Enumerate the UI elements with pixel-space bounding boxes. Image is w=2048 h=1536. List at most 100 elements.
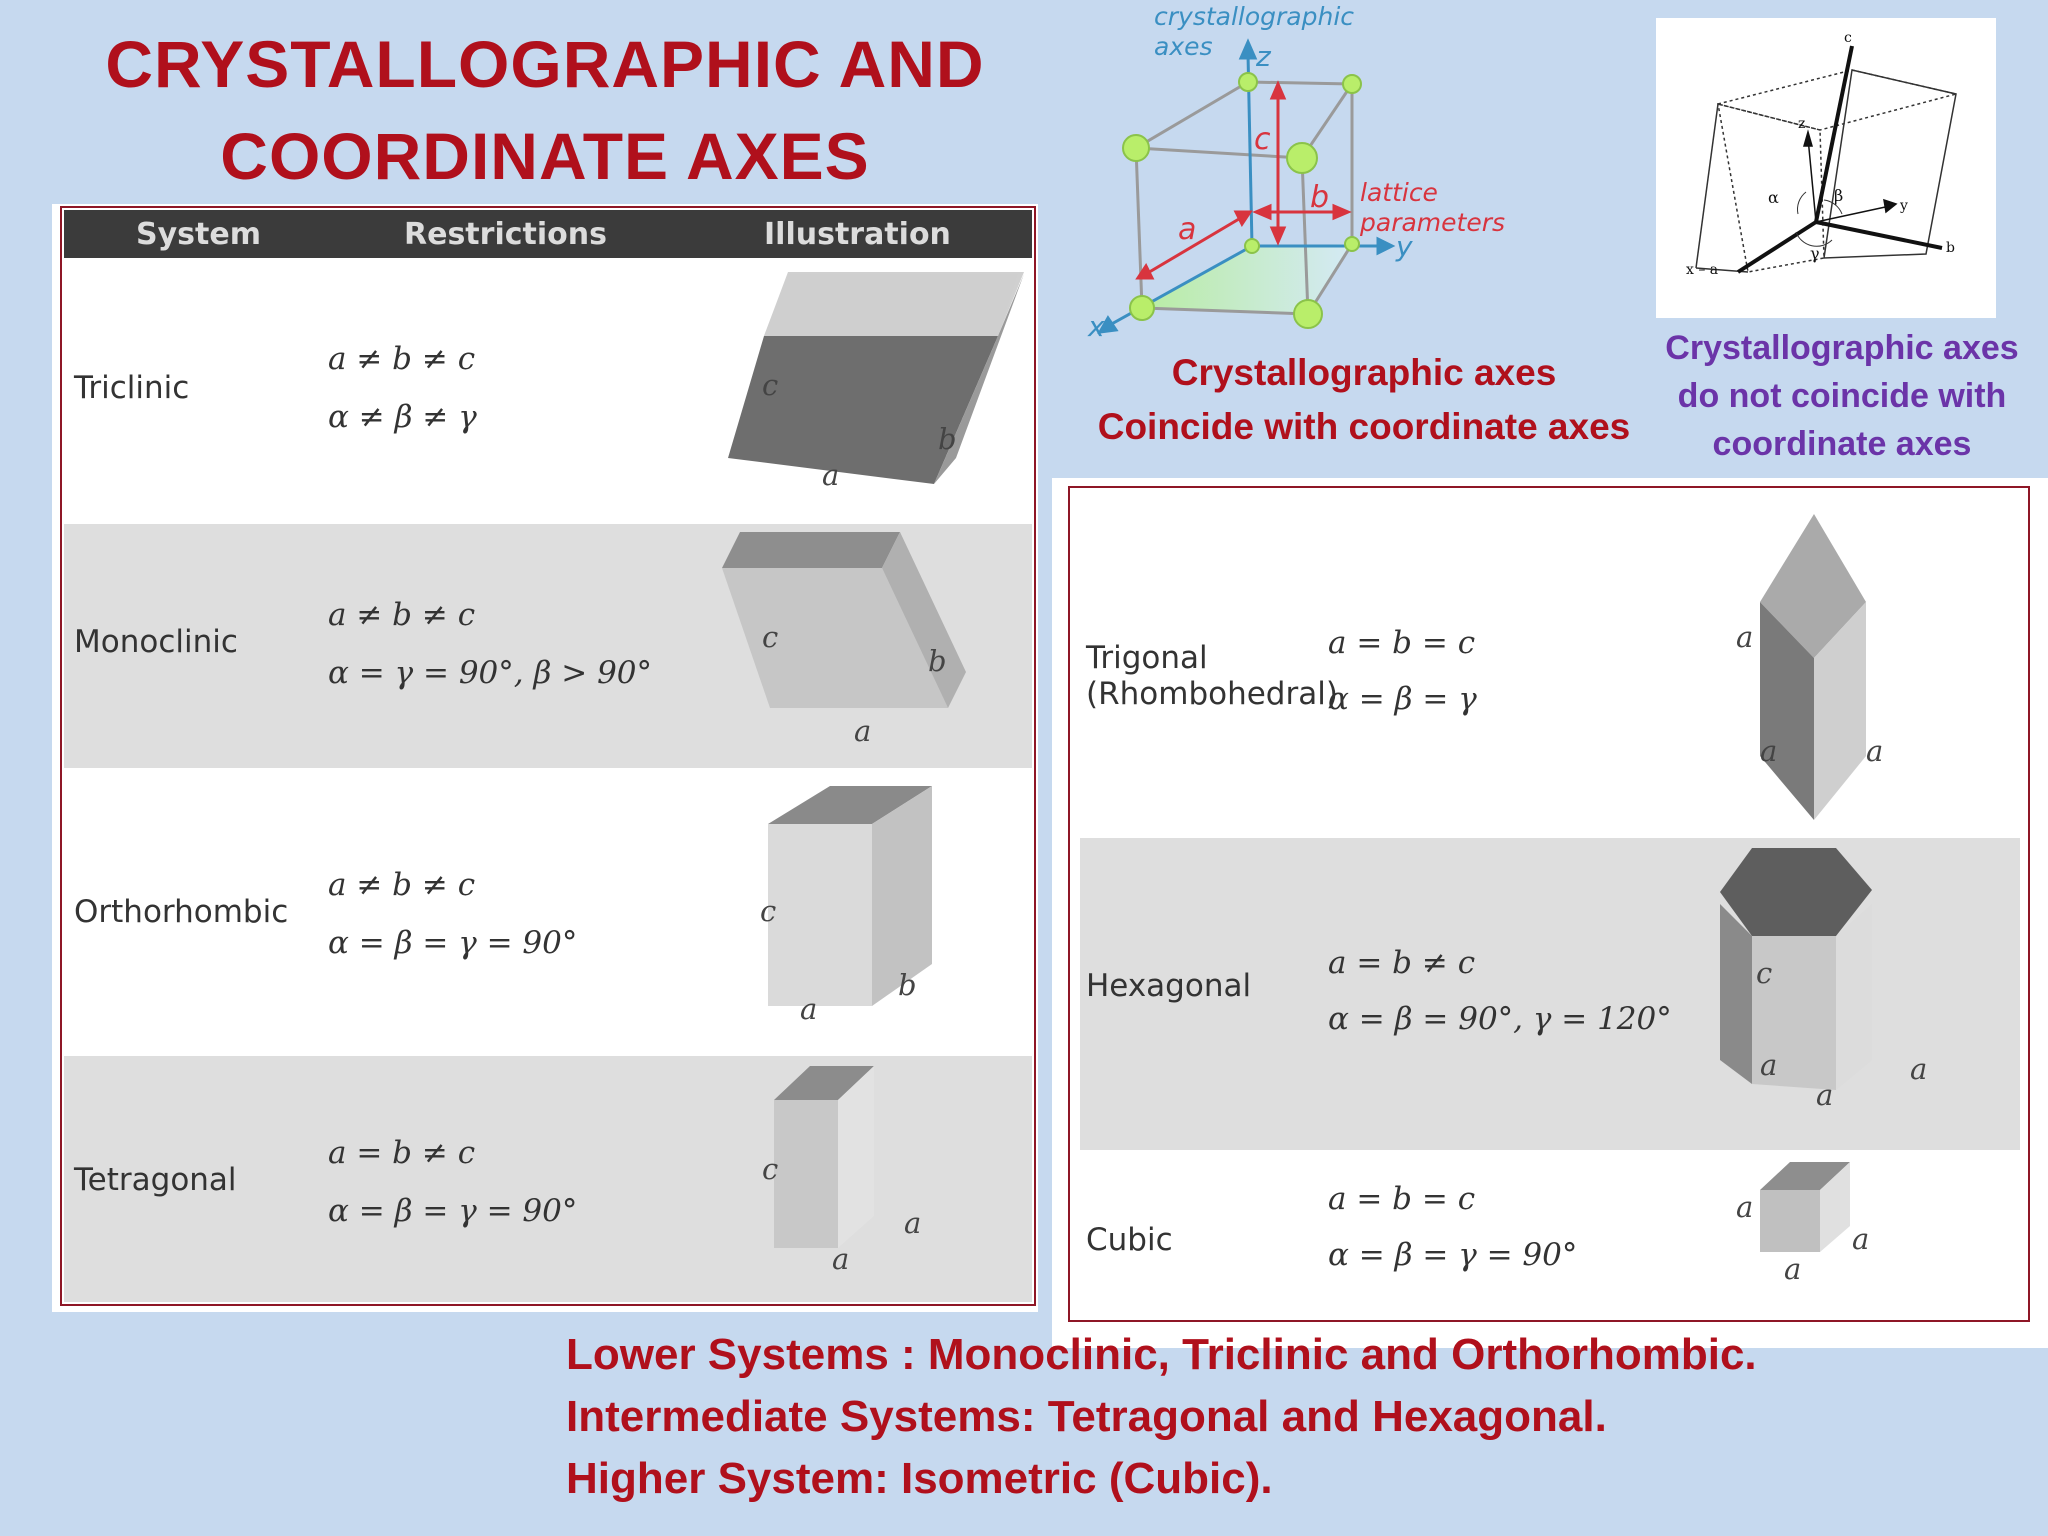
label-b: b [898, 968, 917, 1002]
restriction-angles: α = β = γ = 90° [328, 925, 578, 961]
table-row: Trigonal (Rhombohedral) a = b = c α = β … [1072, 490, 2026, 838]
restriction-lengths: a ≠ b ≠ c [328, 597, 476, 633]
trigonal-illustration [1760, 514, 1866, 820]
axis-label-y: y [1396, 230, 1413, 263]
note-intermediate-systems: Intermediate Systems: Tetragonal and Hex… [566, 1392, 1607, 1441]
table-row: Tetragonal a = b ≠ c α = β = γ = 90° c a… [64, 1056, 1032, 1302]
lattice-line-1: lattice [1360, 178, 1438, 207]
label-a2: a [1760, 734, 1778, 768]
label-a2: a [904, 1206, 922, 1240]
oblique-label-xa: x – a [1686, 262, 1719, 278]
restriction-angles: α = γ = 90°, β > 90° [328, 655, 653, 691]
not-coincide-caption: Crystallographic axes do not coincide wi… [1650, 324, 2034, 468]
system-name: Triclinic [74, 370, 190, 406]
oblique-label-z: z [1798, 116, 1806, 132]
coincide-caption: Crystallographic axes Coincide with coor… [1062, 346, 1666, 454]
label-c: c [760, 894, 777, 928]
header-restrictions: Restrictions [404, 216, 607, 252]
label-a: a [832, 1242, 850, 1276]
label-a1: a [1736, 1190, 1754, 1224]
label-c: c [762, 1152, 779, 1186]
table-row: Hexagonal a = b ≠ c α = β = 90°, γ = 120… [1080, 838, 2020, 1150]
lattice-parameters-label: lattice parameters [1360, 178, 1505, 238]
label-c: c [762, 368, 779, 402]
label-a3: a [1816, 1078, 1834, 1112]
table-row: Cubic a = b = c α = β = γ = 90° a a a [1072, 1150, 2026, 1318]
axes-caption-line-1: crystallographic [1154, 2, 1355, 31]
lattice-label-a: a [1178, 212, 1197, 247]
tetragonal-illustration [774, 1066, 874, 1248]
oblique-label-c: c [1844, 30, 1852, 46]
lattice-label-c: c [1254, 122, 1271, 157]
restriction-angles: α ≠ β ≠ γ [328, 399, 477, 435]
oblique-label-alpha: α [1768, 188, 1779, 207]
system-name: Cubic [1086, 1222, 1173, 1258]
label-c: c [762, 620, 779, 654]
system-name: Orthorhombic [74, 894, 289, 930]
bottom-notes: Lower Systems : Monoclinic, Triclinic an… [566, 1324, 2006, 1510]
title-line-2: COORDINATE AXES [220, 119, 870, 193]
label-a: a [800, 992, 818, 1026]
lattice-line-2: parameters [1360, 208, 1506, 237]
label-a3: a [1866, 734, 1884, 768]
label-b: b [928, 644, 947, 678]
cubic-illustration [1760, 1162, 1850, 1252]
label-a: a [854, 714, 872, 748]
oblique-label-gamma: γ [1810, 244, 1820, 263]
restriction-lengths: a = b = c [1328, 625, 1476, 661]
label-c: c [1756, 956, 1773, 990]
label-a2: a [1910, 1052, 1928, 1086]
hexagonal-illustration [1720, 848, 1872, 1090]
axes-caption: crystallographic axes [1154, 2, 1354, 62]
restriction-lengths: a ≠ b ≠ c [328, 867, 476, 903]
left-table-panel: System Restrictions Illustration Triclin… [52, 204, 1038, 1312]
oblique-label-beta: β [1834, 186, 1844, 205]
axes-caption-line-2: axes [1154, 32, 1213, 61]
system-name: Hexagonal [1086, 968, 1252, 1004]
coincide-caption-line-1: Crystallographic axes [1171, 352, 1557, 393]
table-row: Triclinic a ≠ b ≠ c α ≠ β ≠ γ c b a [64, 258, 1032, 524]
not-coincide-caption-line-2: do not coincide with [1677, 377, 2007, 415]
triclinic-illustration [728, 272, 1024, 484]
left-table-header: System Restrictions Illustration [64, 210, 1032, 258]
page-title: CRYSTALLOGRAPHIC AND COORDINATE AXES [40, 18, 1050, 202]
lattice-label-b: b [1310, 180, 1330, 215]
table-row: Monoclinic a ≠ b ≠ c α = γ = 90°, β > 90… [64, 524, 1032, 768]
left-table-frame [60, 206, 1036, 1306]
axis-label-x: x [1088, 310, 1105, 343]
note-lower-systems: Lower Systems : Monoclinic, Triclinic an… [566, 1330, 1757, 1379]
restriction-angles: α = β = γ = 90° [1328, 1237, 1578, 1273]
monoclinic-illustration [722, 532, 966, 708]
header-system: System [136, 216, 261, 252]
right-table-frame [1068, 486, 2030, 1322]
header-illustration: Illustration [764, 216, 951, 252]
label-a1: a [1736, 620, 1754, 654]
crystallographic-axes-diagram [1097, 38, 1396, 334]
not-coincide-caption-line-3: coordinate axes [1712, 425, 1972, 463]
label-a1: a [1760, 1048, 1778, 1082]
not-coincide-caption-line-1: Crystallographic axes [1665, 329, 2019, 367]
oblique-label-b: b [1946, 240, 1955, 256]
axis-label-z: z [1256, 40, 1271, 73]
system-name-line-2: (Rhombohedral) [1086, 676, 1338, 712]
label-a2: a [1852, 1222, 1870, 1256]
system-name: Trigonal (Rhombohedral) [1086, 640, 1338, 712]
label-a: a [822, 458, 840, 492]
note-higher-system: Higher System: Isometric (Cubic). [566, 1454, 1273, 1503]
restriction-lengths: a = b = c [1328, 1181, 1476, 1217]
table-row: Orthorhombic a ≠ b ≠ c α = β = γ = 90° c… [64, 768, 1032, 1056]
restriction-lengths: a = b ≠ c [328, 1135, 476, 1171]
system-name: Tetragonal [74, 1162, 237, 1198]
title-line-1: CRYSTALLOGRAPHIC AND [105, 27, 985, 101]
label-b: b [938, 422, 957, 456]
restriction-angles: α = β = γ = 90° [328, 1193, 578, 1229]
oblique-axes-diagram [1695, 45, 1957, 274]
restriction-angles: α = β = 90°, γ = 120° [1328, 1001, 1672, 1037]
restriction-angles: α = β = γ [1328, 681, 1477, 717]
coincide-caption-line-2: Coincide with coordinate axes [1097, 406, 1631, 447]
orthorhombic-illustration [768, 786, 932, 1006]
system-name: Monoclinic [74, 624, 238, 660]
right-table-panel: Trigonal (Rhombohedral) a = b = c α = β … [1052, 478, 2048, 1348]
label-a3: a [1784, 1252, 1802, 1286]
oblique-label-y: y [1900, 198, 1908, 214]
